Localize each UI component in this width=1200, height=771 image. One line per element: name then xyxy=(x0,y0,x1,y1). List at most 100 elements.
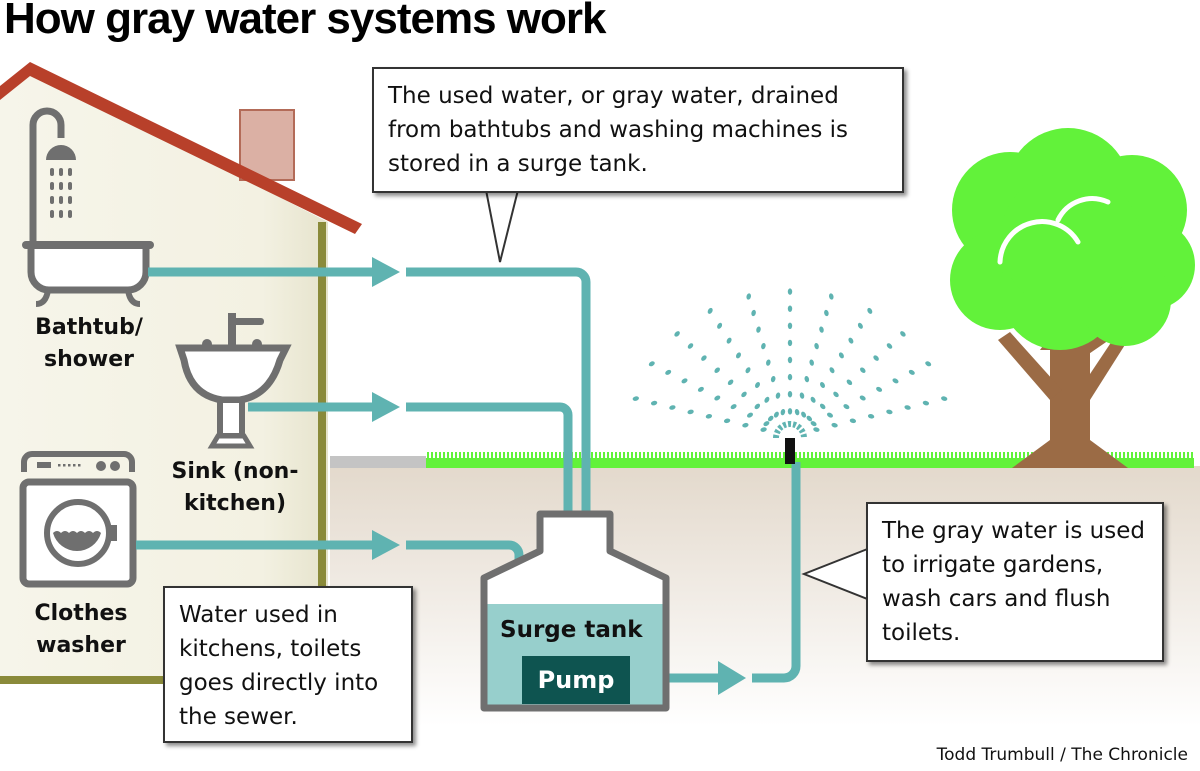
pipes xyxy=(136,267,801,683)
water-droplet xyxy=(767,415,774,422)
water-droplet xyxy=(908,369,915,375)
water-droplet xyxy=(843,404,850,410)
water-droplet xyxy=(886,409,893,415)
water-droplet xyxy=(681,378,688,384)
water-droplet xyxy=(787,305,793,312)
water-droplet xyxy=(799,392,805,399)
water-drop xyxy=(50,196,54,204)
water-droplet xyxy=(751,309,756,317)
water-droplet xyxy=(697,386,704,392)
water-droplet xyxy=(829,293,834,300)
water-droplet xyxy=(787,322,793,329)
water-droplet xyxy=(809,359,814,366)
water-droplet xyxy=(892,378,899,384)
water-droplet xyxy=(780,408,786,416)
water-droplet xyxy=(674,331,680,337)
fixture-label-washer: Clothes washer xyxy=(34,601,128,658)
water-drop xyxy=(59,210,63,218)
water-droplet xyxy=(763,421,770,427)
water-droplet xyxy=(787,408,793,415)
water-droplet xyxy=(775,392,781,399)
water-drop xyxy=(50,210,54,218)
sink-pipe-to-tank xyxy=(406,402,573,608)
water-droplet xyxy=(754,403,761,410)
water-droplet xyxy=(829,367,835,374)
water-droplet xyxy=(824,309,829,317)
credit-line: Todd Trumbull / The Chronicle xyxy=(936,745,1188,765)
sink-icon xyxy=(175,313,292,449)
water-droplet xyxy=(810,396,816,403)
water-droplet xyxy=(736,352,741,359)
water-droplet xyxy=(876,386,883,392)
water-droplet xyxy=(787,288,793,295)
water-droplet xyxy=(717,322,723,329)
water-drop xyxy=(68,210,72,218)
water-droplet xyxy=(760,427,767,432)
callout-surge-tank: The used water, or gray water, drained f… xyxy=(372,67,904,193)
water-drop xyxy=(68,182,72,190)
water-spray xyxy=(632,288,948,432)
water-droplet xyxy=(669,405,676,410)
arrow-icon xyxy=(718,661,746,695)
water-droplet xyxy=(857,322,863,329)
water-droplet xyxy=(755,382,760,388)
water-droplet xyxy=(714,395,721,401)
water-droplet xyxy=(838,352,844,359)
water-droplet xyxy=(846,379,853,386)
water-droplet xyxy=(747,412,753,418)
water-droplet xyxy=(741,391,747,398)
water-drop xyxy=(59,182,63,190)
water-drop xyxy=(68,168,72,176)
water-drop xyxy=(59,168,63,176)
water-droplet xyxy=(701,355,707,361)
water-droplet xyxy=(848,337,854,344)
water-droplet xyxy=(787,356,793,364)
water-droplet xyxy=(787,339,793,347)
water-droplet xyxy=(819,403,826,410)
fixture-label-sink: Sink (non- kitchen) xyxy=(171,459,299,516)
water-droplet xyxy=(723,418,731,424)
bathtub-pipe-to-tank xyxy=(406,267,591,608)
water-droplet xyxy=(726,337,732,344)
sprinkler xyxy=(632,288,948,464)
water-droplet xyxy=(773,411,779,418)
water-droplet xyxy=(787,391,793,398)
water-droplet xyxy=(770,375,776,383)
water-droplet xyxy=(730,404,737,410)
water-droplet xyxy=(801,411,807,418)
sidewalk xyxy=(330,456,426,468)
water-drop xyxy=(59,196,63,204)
water-droplet xyxy=(705,414,713,419)
water-droplet xyxy=(867,307,873,314)
arrow-icon xyxy=(372,257,400,287)
fixture-label-bathtub: Bathtub/ shower xyxy=(35,315,143,372)
arrow-icon xyxy=(372,392,400,422)
water-droplet xyxy=(873,355,879,361)
water-droplet xyxy=(804,375,810,383)
surge-tank-label: Surge tank xyxy=(500,617,643,643)
pump-label: Pump xyxy=(522,656,630,704)
water-droplet xyxy=(810,421,817,427)
water-droplet xyxy=(727,379,734,386)
water-droplet xyxy=(766,359,771,366)
water-droplet xyxy=(687,409,694,415)
water-droplet xyxy=(707,307,713,314)
water-droplet xyxy=(859,395,866,401)
water-droplet xyxy=(632,396,639,401)
water-droplet xyxy=(714,367,720,373)
water-droplet xyxy=(665,369,672,375)
arrow-icon xyxy=(372,530,400,560)
bathtub-shower-icon xyxy=(22,107,154,307)
washer-pipe-to-tank xyxy=(406,540,524,608)
water-droplet xyxy=(860,367,866,373)
riser-pipe xyxy=(752,462,801,683)
water-droplet xyxy=(787,373,793,381)
water-droplet xyxy=(820,382,825,388)
water-droplet xyxy=(814,342,819,350)
washing-machine-icon xyxy=(19,451,137,588)
water-droplet xyxy=(925,361,932,367)
water-droplet xyxy=(742,422,749,428)
water-droplet xyxy=(756,326,761,333)
water-droplet xyxy=(648,361,655,367)
